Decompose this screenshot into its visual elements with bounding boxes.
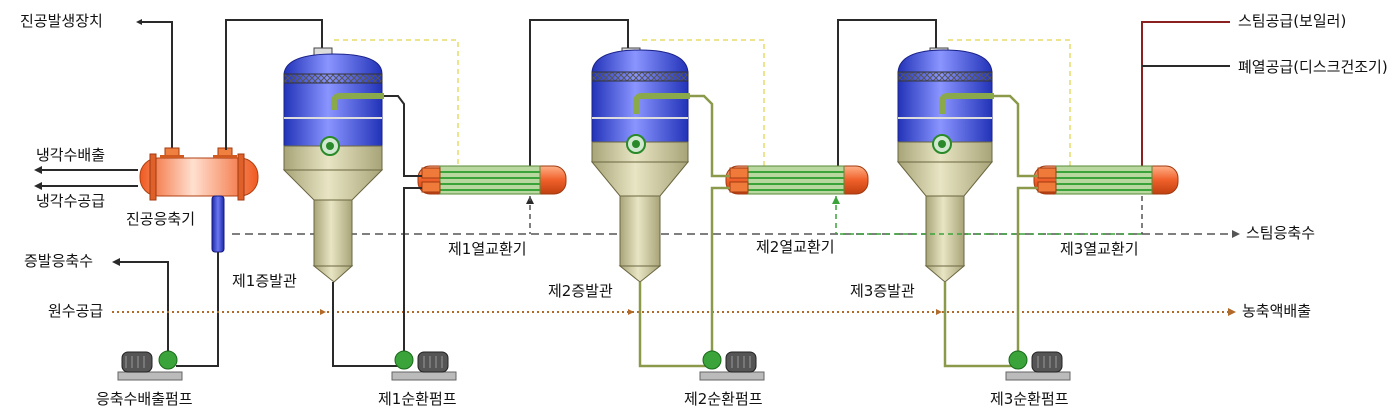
arrow-icon <box>1232 230 1240 238</box>
arrow-icon <box>1228 308 1236 316</box>
circ-loop-3 <box>994 94 1038 178</box>
label-raw-water-supply: 원수공급 <box>48 302 104 320</box>
arrow-icon <box>34 182 42 190</box>
heat-exchanger-1 <box>417 165 567 195</box>
label-waste-heat-supply: 폐열공급(디스크건조기) <box>1238 58 1388 76</box>
label-vacuum-generator: 진공발생장치 <box>20 12 103 30</box>
steam-dash-1 <box>334 39 459 170</box>
label-steam-condensate: 스팀응축수 <box>1246 224 1316 242</box>
arrow-icon <box>112 258 120 266</box>
steam-dash-2 <box>642 39 765 170</box>
circ-pump-3 <box>1005 350 1071 381</box>
evap2-bottom <box>638 282 706 368</box>
arrow-icon <box>320 309 326 315</box>
label-coolant-discharge: 냉각수배출 <box>36 146 106 164</box>
label-hx-3: 제3열교환기 <box>1060 240 1139 258</box>
steam-dash-3 <box>948 39 1071 170</box>
heat-exchanger-2 <box>725 165 869 195</box>
heat-exchanger-3 <box>1033 165 1179 195</box>
vapour-line-2-3 <box>837 19 937 166</box>
circ-loop-2 <box>690 94 730 178</box>
circ-pump-1 <box>391 350 457 381</box>
label-vacuum-condenser: 진공응축기 <box>126 210 196 228</box>
label-evaporator-3: 제3증발관 <box>850 282 915 300</box>
label-circ-pump-1: 제1순환펌프 <box>378 390 457 408</box>
evap1-bottom <box>332 282 398 367</box>
evap3-bottom <box>943 282 1012 368</box>
evaporator-1 <box>282 47 384 283</box>
label-coolant-supply: 냉각수공급 <box>36 192 106 210</box>
vacuum-condenser <box>139 147 259 201</box>
label-circ-pump-3: 제3순환펌프 <box>990 390 1069 408</box>
condensate-line <box>176 252 219 367</box>
arrow-icon <box>136 19 142 25</box>
label-concentrate-discharge: 농축액배출 <box>1242 302 1312 320</box>
arrow-icon <box>628 309 634 315</box>
circ-loop-1 <box>384 95 422 177</box>
steam-line <box>1141 21 1230 166</box>
label-evaporator-2: 제2증발관 <box>548 282 613 300</box>
arrow-icon <box>832 196 840 204</box>
arrow-icon <box>34 166 42 174</box>
circ-loop-2b <box>710 186 730 358</box>
circ-pump-2 <box>699 350 765 381</box>
vapour-line-1-2 <box>529 19 629 166</box>
label-hx-2: 제2열교환기 <box>756 238 835 256</box>
label-evaporator-1: 제1증발관 <box>232 272 297 290</box>
circ-loop-1b <box>403 187 422 358</box>
evaporator-2 <box>590 47 690 283</box>
label-hx-1: 제1열교환기 <box>448 240 527 258</box>
evap-condensate-line <box>118 261 169 360</box>
circ-loop-3b <box>1016 186 1038 358</box>
label-steam-supply: 스팀공급(보일러) <box>1238 12 1347 30</box>
label-evap-condensate: 증발응축수 <box>24 252 94 270</box>
condensate-pump <box>117 350 183 381</box>
condensate-leg <box>211 195 225 253</box>
evaporator-3 <box>896 47 994 283</box>
vapour-line <box>225 19 323 150</box>
arrow-icon <box>936 309 942 315</box>
vacuum-line <box>140 21 173 152</box>
label-condensate-pump: 응축수배출펌프 <box>96 390 193 408</box>
label-circ-pump-2: 제2순환펌프 <box>684 390 763 408</box>
